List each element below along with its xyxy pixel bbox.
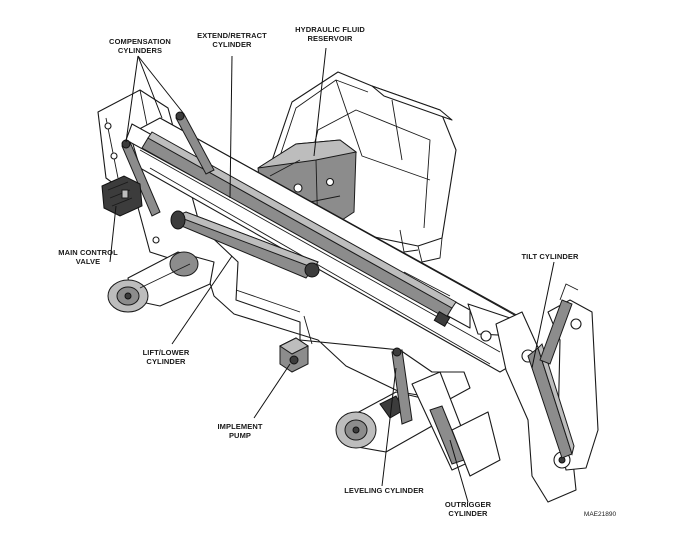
label-lift-lower-line-2: CYLINDER <box>146 357 186 366</box>
implement-pump <box>279 337 309 373</box>
label-tilt-line-1: TILT CYLINDER <box>522 252 579 261</box>
label-leveling-cylinder: LEVELING CYLINDER <box>344 486 424 495</box>
label-extend-retract-line-2: CYLINDER <box>212 40 252 49</box>
quick-attach-carriage <box>495 283 599 503</box>
label-implement-pump: IMPLEMENT PUMP <box>217 422 262 440</box>
figure-code: MAE21890 <box>584 511 617 518</box>
label-outrigger-line-1: OUTRIGGER <box>445 500 492 509</box>
lift-lower-cylinder <box>170 210 320 279</box>
label-compensation-line-1: COMPENSATION <box>109 37 171 46</box>
label-compensation-line-2: CYLINDERS <box>118 46 162 55</box>
label-outrigger-line-2: CYLINDER <box>448 509 488 518</box>
tilt-cylinder <box>527 299 575 459</box>
label-lift-lower-line-1: LIFT/LOWER <box>143 348 190 357</box>
label-main-control-line-1: MAIN CONTROL <box>58 248 118 257</box>
label-lift-lower-cylinder: LIFT/LOWER CYLINDER <box>143 348 190 366</box>
outrigger-cylinder <box>411 371 501 477</box>
label-reservoir-line-2: RESERVOIR <box>308 34 353 43</box>
label-compensation-cylinders: COMPENSATION CYLINDERS <box>109 37 171 55</box>
label-main-control-valve: MAIN CONTROL VALVE <box>58 248 118 266</box>
rear-axle <box>335 391 433 453</box>
label-hydraulic-fluid-reservoir: HYDRAULIC FLUID RESERVOIR <box>295 25 365 43</box>
front-axle <box>107 251 215 313</box>
extend-retract-cylinder <box>141 131 457 328</box>
leader-lines <box>109 47 555 503</box>
label-main-control-line-2: VALVE <box>76 257 100 266</box>
compensation-cylinders <box>121 111 215 217</box>
leveling-cylinder <box>391 347 413 425</box>
label-implement-pump-line-1: IMPLEMENT <box>217 422 262 431</box>
main-control-valve <box>101 175 143 217</box>
label-implement-pump-line-2: PUMP <box>229 431 251 440</box>
label-reservoir-line-1: HYDRAULIC FLUID <box>295 25 365 34</box>
label-extend-retract-line-1: EXTEND/RETRACT <box>197 31 267 40</box>
label-tilt-cylinder: TILT CYLINDER <box>522 252 579 261</box>
label-extend-retract-cylinder: EXTEND/RETRACT CYLINDER <box>197 31 267 49</box>
label-outrigger-cylinder: OUTRIGGER CYLINDER <box>445 500 492 518</box>
label-leveling-line-1: LEVELING CYLINDER <box>344 486 424 495</box>
